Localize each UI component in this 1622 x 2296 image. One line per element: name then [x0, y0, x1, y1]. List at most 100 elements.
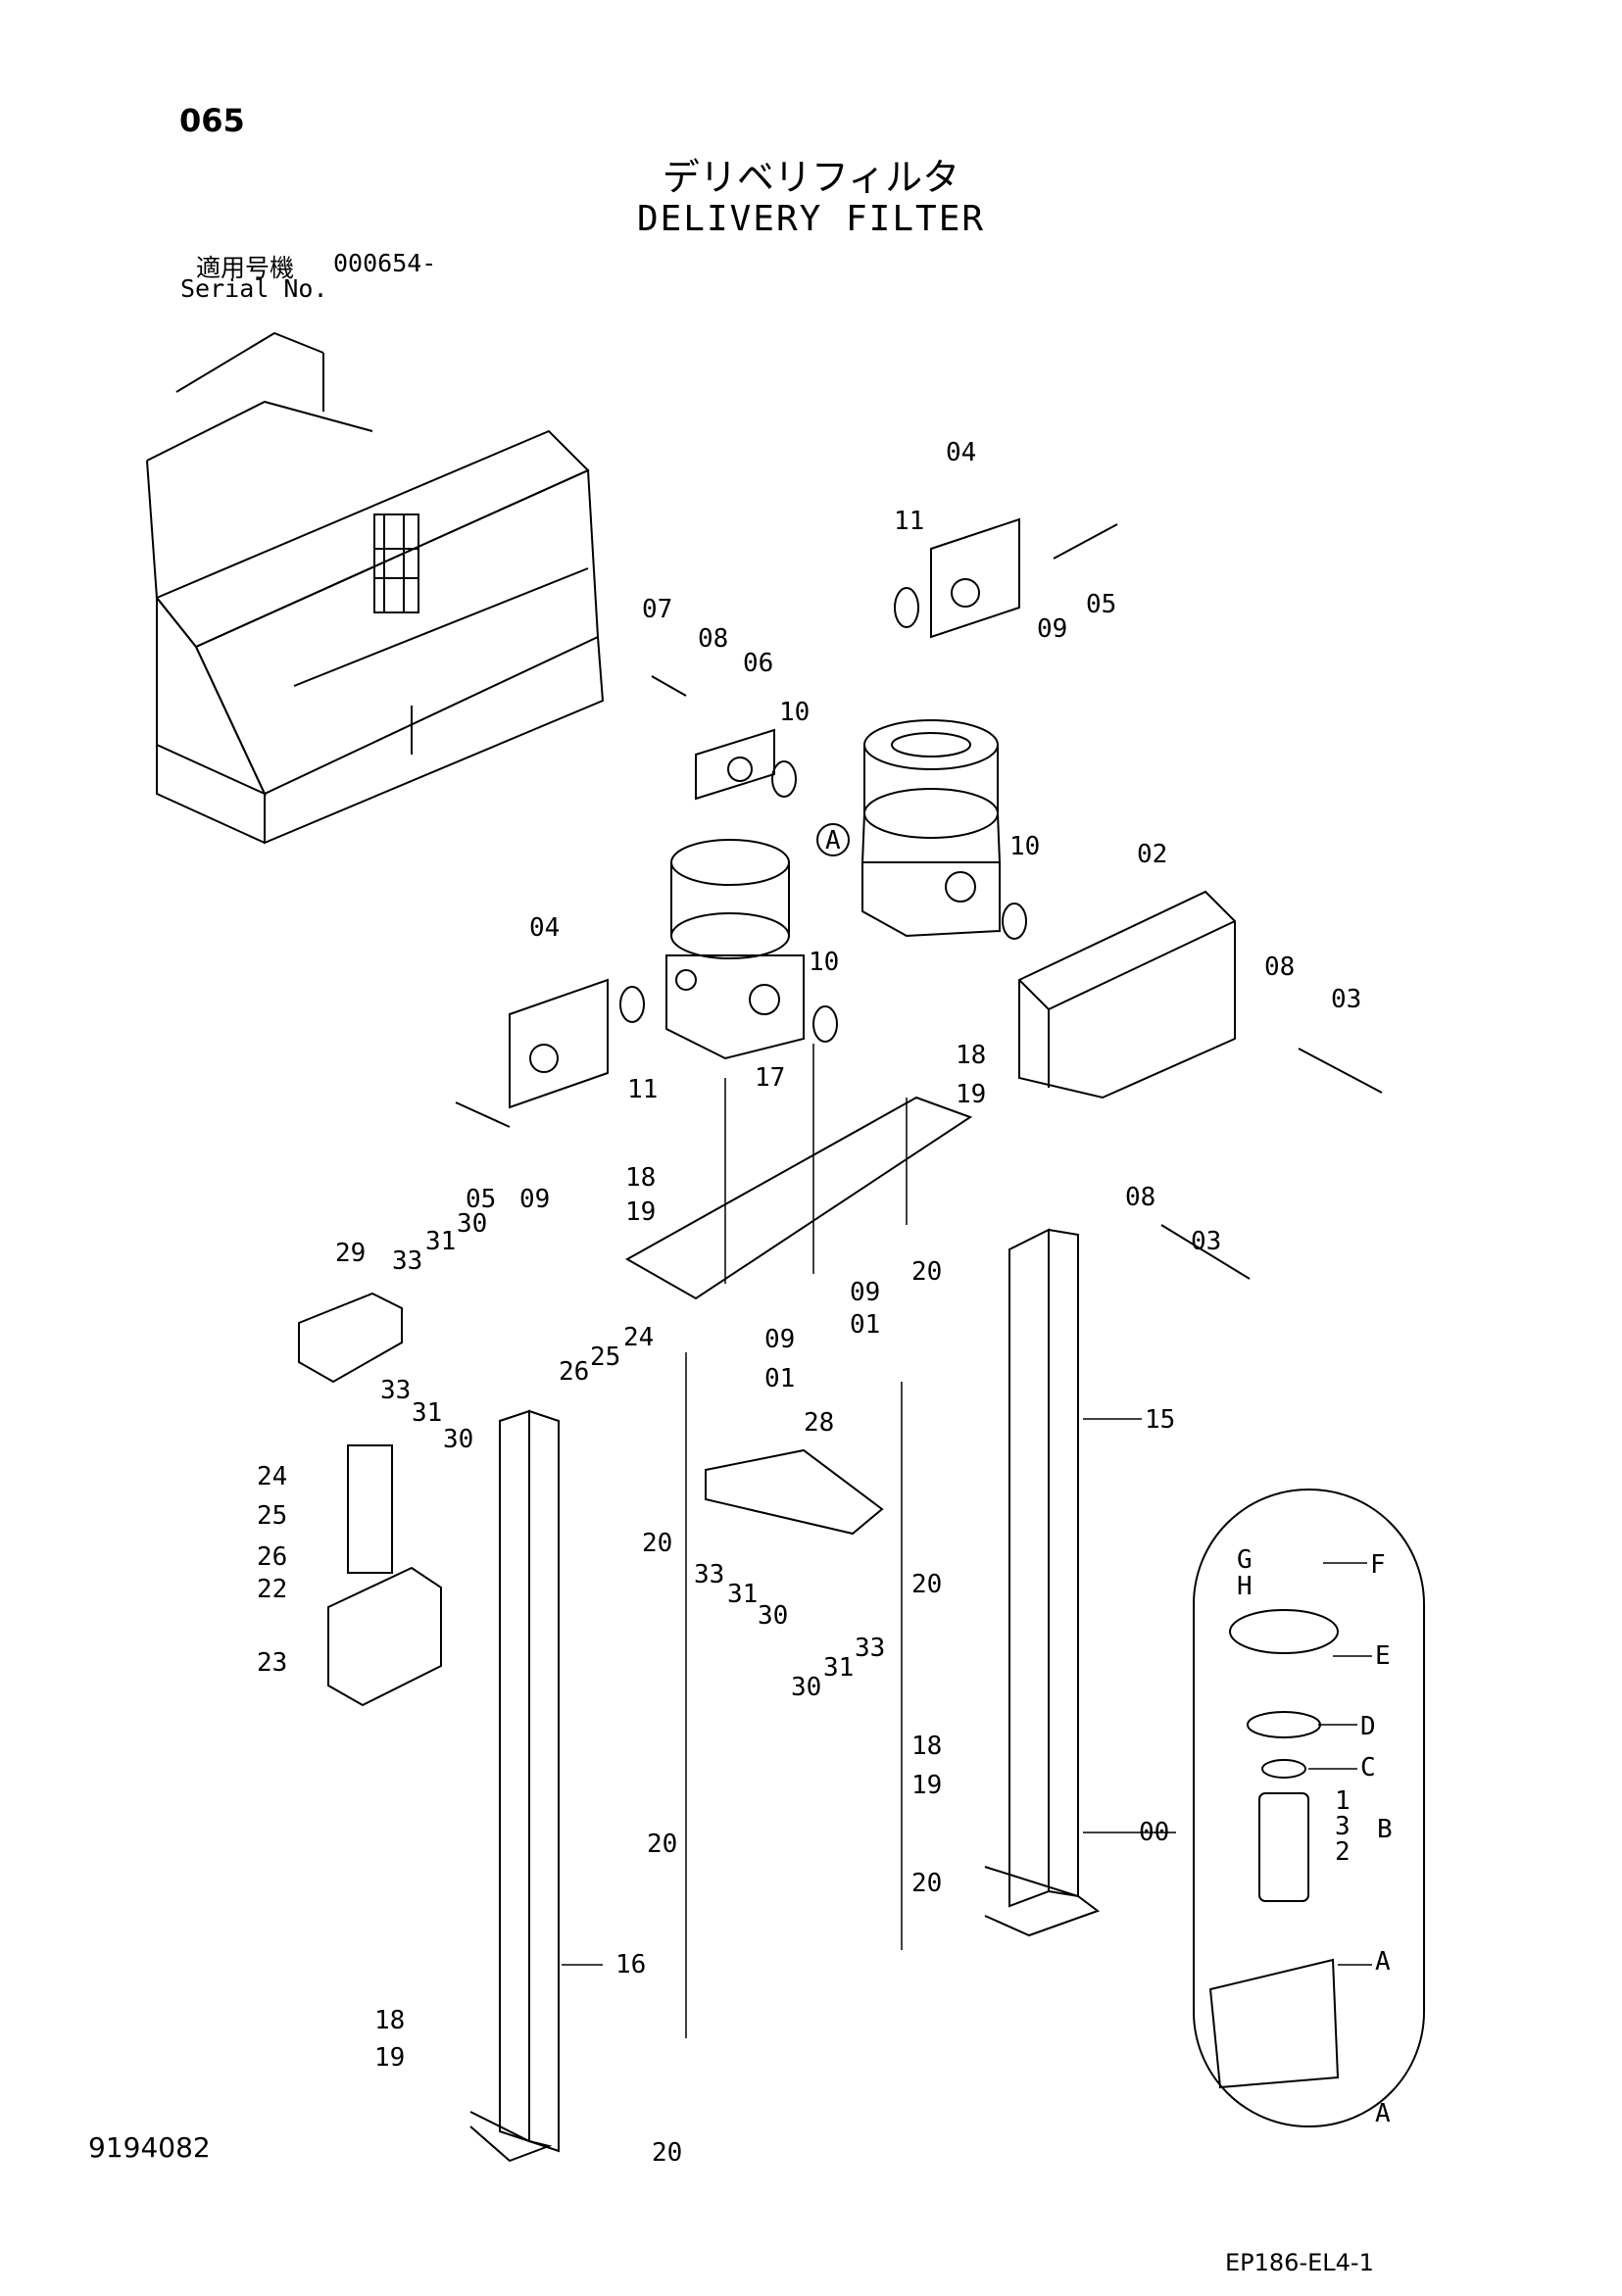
figure-code: EP186-EL4-1: [1225, 2249, 1374, 2276]
callout-c02: 02: [1137, 840, 1167, 869]
callout-cD: D: [1360, 1712, 1376, 1741]
callout-c10c: 10: [809, 948, 839, 977]
callout-c1: 1: [1335, 1786, 1351, 1816]
title-english: DELIVERY FILTER: [636, 199, 986, 239]
mounting-plate-17: [624, 1096, 973, 1300]
callout-c26a: 26: [559, 1357, 589, 1387]
callout-c16: 16: [615, 1950, 646, 1979]
callout-cH: H: [1237, 1572, 1253, 1601]
callout-c18d: 18: [374, 2006, 405, 2035]
callout-c08b: 08: [1264, 953, 1295, 982]
callout-c20e: 20: [911, 1869, 942, 1898]
filter-part-d: [1247, 1711, 1321, 1738]
callout-c31b: 31: [412, 1398, 442, 1428]
callout-c24a: 24: [623, 1323, 654, 1352]
callout-c31d: 31: [823, 1653, 854, 1683]
callout-c31a: 31: [425, 1227, 456, 1256]
callout-c17: 17: [755, 1063, 785, 1093]
callout-c09b: 09: [519, 1185, 550, 1214]
callout-c23: 23: [257, 1648, 287, 1678]
callout-c30d: 30: [791, 1673, 821, 1702]
callout-c09c: 09: [850, 1278, 880, 1307]
callout-c09d: 09: [764, 1325, 795, 1354]
callout-c20f: 20: [652, 2138, 682, 2168]
callout-c30c: 30: [758, 1601, 788, 1631]
callout-c20b: 20: [642, 1529, 672, 1558]
callout-c10a: 10: [779, 698, 810, 727]
callout-cE: E: [1375, 1641, 1391, 1671]
callout-c09a: 09: [1037, 614, 1067, 644]
filter-exploded-view-frame: [1193, 1489, 1425, 2127]
callout-c05b: 05: [466, 1185, 496, 1214]
callout-c3: 3: [1335, 1812, 1351, 1841]
callout-c00: 00: [1139, 1818, 1169, 1847]
callout-c30a: 30: [457, 1209, 487, 1239]
support-column-15: [984, 1228, 1101, 1937]
callout-c31c: 31: [727, 1580, 758, 1609]
callout-c04a: 04: [946, 438, 976, 467]
callout-c11a: 11: [894, 507, 924, 536]
callout-cC: C: [1360, 1753, 1376, 1783]
callout-c25b: 25: [257, 1501, 287, 1531]
callout-c33c: 33: [694, 1560, 724, 1589]
callout-c19a: 19: [956, 1080, 986, 1109]
callout-c33b: 33: [380, 1376, 411, 1405]
callout-cF: F: [1370, 1550, 1386, 1580]
callout-circle-a: [816, 823, 850, 856]
bracket-23: [327, 1566, 442, 1707]
callout-c19d: 19: [374, 2043, 405, 2073]
callout-c29: 29: [335, 1239, 366, 1268]
callout-c03a: 03: [1331, 985, 1361, 1014]
callout-cB: B: [1377, 1815, 1393, 1844]
callout-c33d: 33: [855, 1634, 885, 1663]
serial-value: 000654-: [333, 249, 437, 277]
callout-c18c: 18: [911, 1732, 942, 1761]
callout-c20d: 20: [647, 1830, 677, 1859]
callout-c18b: 18: [625, 1163, 656, 1193]
title-japanese: デリベリフィルタ: [662, 156, 960, 199]
callout-cG: G: [1237, 1545, 1253, 1575]
callout-c10b: 10: [1009, 832, 1040, 861]
machine-overview-illustration: [146, 331, 605, 845]
callout-c07: 07: [642, 595, 672, 624]
callout-c30b: 30: [443, 1425, 473, 1454]
serial-label-english: Serial No.: [180, 274, 328, 303]
callout-c33a: 33: [392, 1246, 422, 1276]
callout-cA2: A: [1375, 1947, 1391, 1977]
callout-c19c: 19: [911, 1771, 942, 1800]
callout-c22: 22: [257, 1575, 287, 1604]
page-number: 065: [179, 102, 245, 139]
callout-c08c: 08: [1125, 1183, 1155, 1212]
filter-cartridge-b: [1258, 1792, 1309, 1902]
serial-label-japanese: 適用号機: [196, 254, 295, 282]
callout-c11b: 11: [627, 1075, 658, 1104]
callout-c20a: 20: [911, 1257, 942, 1287]
bracket-22: [347, 1444, 393, 1574]
callout-c03b: 03: [1191, 1227, 1221, 1256]
callout-c26b: 26: [257, 1542, 287, 1572]
callout-c01a: 01: [850, 1310, 880, 1340]
callout-c28: 28: [804, 1408, 834, 1438]
callout-c24b: 24: [257, 1462, 287, 1491]
bracket-29: [298, 1292, 403, 1384]
callout-c2: 2: [1335, 1837, 1351, 1867]
callout-c20c: 20: [911, 1570, 942, 1599]
callout-c25a: 25: [590, 1343, 620, 1372]
document-number: 9194082: [88, 2131, 211, 2164]
callout-cA3: A: [1375, 2099, 1391, 2128]
support-column-16: [469, 1409, 560, 2163]
bracket-28: [705, 1448, 884, 1536]
flange-block-04-upper: [930, 517, 1020, 639]
callout-c15: 15: [1145, 1405, 1175, 1435]
callout-c04b: 04: [529, 913, 560, 943]
filter-housing-upper: [860, 719, 1002, 938]
callout-c05a: 05: [1086, 590, 1116, 619]
mounting-block-02: [1018, 890, 1236, 1099]
callout-c08a: 08: [698, 624, 728, 654]
filter-base-a: [1208, 1958, 1340, 2089]
flange-block-04-lower: [509, 978, 609, 1109]
callout-cAcircle: A: [825, 826, 841, 855]
split-flange-06: [695, 728, 775, 801]
callout-c18a: 18: [956, 1041, 986, 1070]
